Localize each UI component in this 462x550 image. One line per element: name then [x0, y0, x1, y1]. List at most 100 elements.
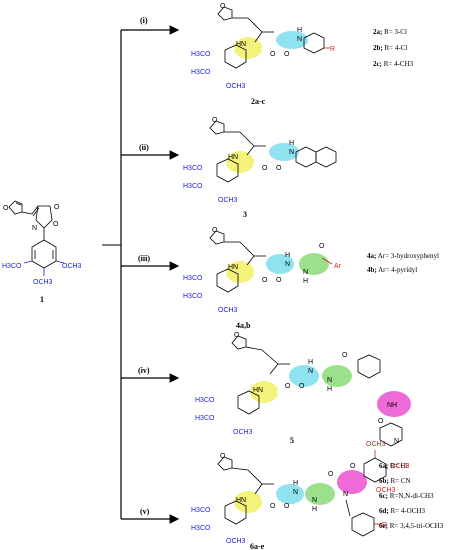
carbonyl-o: O: [284, 503, 290, 510]
hydrazide-n1: N: [308, 368, 313, 375]
substituent-text: Ar= 3-hydroxyphenyl: [376, 252, 439, 260]
svg-text:6a; R= Cl: 6a; R= Cl: [379, 462, 407, 470]
furan-o: O: [212, 227, 218, 234]
compound-2: O HN O O N H R H3CO H3CO OCH3 2a-c 2a; R…: [191, 3, 414, 106]
svg-text:6c; R=N,N-di-CH3: 6c; R=N,N-di-CH3: [379, 492, 434, 500]
hydrazide-h1: H: [285, 252, 290, 259]
methoxy-mid: H3CO: [195, 415, 215, 422]
furan-o: O: [220, 453, 226, 460]
amide-h: H: [289, 140, 294, 147]
carbonyl-o: O: [284, 51, 290, 58]
amide-o: O: [285, 383, 291, 390]
substituent-id: 6e;: [379, 522, 388, 530]
svg-text:2b; R= 4-Cl: 2b; R= 4-Cl: [373, 44, 407, 52]
highlight-cyan: [276, 484, 304, 504]
methoxy-mid: H3CO: [183, 183, 203, 190]
substituent-id: 2b;: [373, 44, 383, 52]
hydrazide-h2: H: [312, 506, 317, 513]
methoxy-top-right: OCH3: [366, 441, 386, 448]
compound-6: O HN O O N H N H N O O OCH3 OCH3 OCH3 R …: [191, 441, 444, 550]
carbonyl-o: O: [54, 204, 60, 211]
compound-number: 4a,b: [236, 321, 251, 330]
substituent-list: 6a; R= Cl 6b; R= CN 6c; R=N,N-di-CH3 6d;…: [379, 462, 444, 530]
amide-nh: HN: [228, 264, 238, 271]
substituent-text: R= 4-OCH3: [389, 507, 426, 515]
nicotinoyl-o: O: [378, 418, 384, 425]
methoxy-bottom-right: OCH3: [376, 487, 396, 494]
amide-n: N: [297, 36, 302, 43]
highlight-green: [322, 365, 352, 387]
methoxy-bottom: OCH3: [233, 429, 253, 436]
svg-text:2a; R= 3-Cl: 2a; R= 3-Cl: [373, 28, 407, 36]
amide-n-3: N: [343, 491, 348, 498]
condition-v: (v): [140, 507, 150, 516]
benzoyl-o: O: [350, 463, 356, 470]
hydrazide-n2: N: [312, 497, 317, 504]
amide-nh: HN: [236, 497, 246, 504]
highlight-cyan: [289, 365, 319, 387]
methoxy-mid: H3CO: [183, 293, 203, 300]
highlight-yellow: [234, 37, 262, 59]
highlight-cyan: [269, 143, 299, 161]
amide-n: N: [289, 149, 294, 156]
svg-text:4b; Ar= 4-pyridyl: 4b; Ar= 4-pyridyl: [367, 266, 417, 274]
ar-group: Ar: [334, 263, 342, 270]
svg-text:6d; R= 4-OCH3: 6d; R= 4-OCH3: [379, 507, 425, 515]
substituent-text: R= 4-CH3: [382, 60, 414, 68]
substituent-id: 4a;: [367, 252, 376, 260]
methoxy-mid-right: OCH3: [390, 463, 410, 470]
pyridine-n: N: [394, 438, 399, 445]
compound-number: 6a-e: [250, 542, 265, 550]
methoxy-mid: H3CO: [191, 69, 211, 76]
amide-h: H: [297, 27, 302, 34]
substituent-id: 2c;: [373, 60, 382, 68]
furan-o: O: [212, 117, 218, 124]
methoxy-bottom: OCH3: [33, 279, 53, 286]
highlight-cyan: [266, 254, 294, 274]
methoxy-right: OCH3: [62, 263, 82, 270]
hydrazide-n1: N: [293, 489, 298, 496]
substituent-text: R= CN: [389, 477, 411, 485]
substituent-text: R= 3,4,5-tri-OCH3: [388, 522, 444, 530]
furan-o: O: [3, 205, 9, 212]
substituent-id: 6c;: [379, 492, 388, 500]
carbonyl-o: O: [276, 165, 282, 172]
amide-o: O: [270, 51, 276, 58]
highlight-yellow: [226, 151, 254, 173]
substituent-text: Ar= 4-pyridyl: [377, 266, 418, 274]
compound-number: 3: [243, 210, 247, 219]
condition-iii: (iii): [138, 254, 150, 263]
ring-o: O: [53, 221, 59, 228]
acyl-o: O: [319, 243, 325, 250]
ring-n: N: [32, 225, 37, 232]
highlight-green: [305, 483, 335, 505]
r-group: R: [382, 522, 387, 529]
highlight-yellow: [250, 381, 278, 403]
highlight-yellow: [234, 491, 262, 513]
hydrazide-h2: H: [303, 278, 308, 285]
highlight-cyan: [276, 31, 308, 49]
amide-nh: HN: [228, 154, 238, 161]
substituent-id: 6b;: [379, 477, 389, 485]
methoxy-bottom: OCH3: [226, 538, 246, 545]
furan-o: O: [234, 332, 240, 339]
amide-o: O: [262, 277, 268, 284]
amide-nh: HN: [253, 387, 263, 394]
substituent-text: R= Cl: [388, 462, 407, 470]
amide-o: O: [262, 165, 268, 172]
compound-1: O O N O H3CO OCH3 OCH3 1: [2, 200, 82, 304]
carbonyl-o: O: [299, 383, 305, 390]
condition-iv: (iv): [138, 366, 150, 375]
condition-i: (i): [140, 16, 148, 25]
hydrazide-h1: H: [308, 359, 313, 366]
compound-3: O HN O O N H H3CO H3CO OCH3 3: [183, 117, 337, 219]
substituent-id: 2a;: [373, 28, 382, 36]
amide-nh-2: NH: [387, 402, 397, 409]
svg-text:4a; Ar= 3-hydroxyphenyl: 4a; Ar= 3-hydroxyphenyl: [367, 252, 439, 260]
condition-ii: (ii): [139, 143, 149, 152]
methoxy-top: H3CO: [191, 51, 211, 58]
highlight-pink: [337, 470, 367, 494]
hydrazide-h1: H: [293, 480, 298, 487]
compound-5: O HN O O N H N H O NH O N H3CO H3CO OCH3…: [195, 332, 411, 447]
compound-4: O HN O O N H N H O Ar H3CO H3CO OCH3 4a,…: [183, 227, 439, 330]
